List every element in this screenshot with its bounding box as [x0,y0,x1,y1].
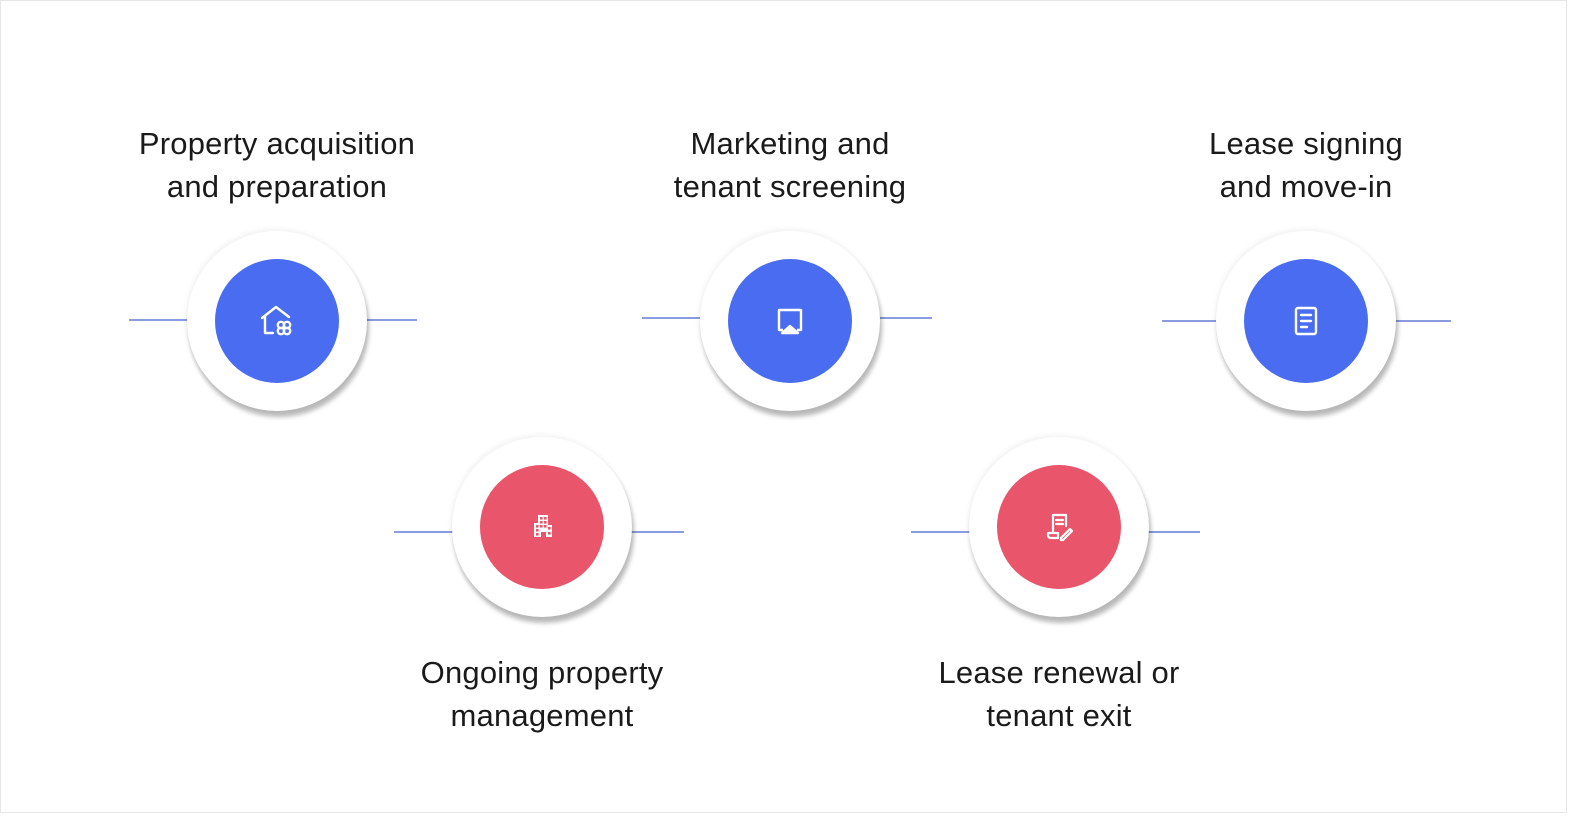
connector-line [911,531,973,533]
connector-line [880,317,932,319]
connector-line [1395,320,1451,322]
connector-line [642,317,702,319]
step-badge [997,465,1121,589]
step-badge [215,259,339,383]
label-line: Property acquisition [138,126,416,161]
step-badge [728,259,852,383]
office-building-icon [534,515,552,537]
label-line: tenant exit [986,698,1132,733]
connector-line [1147,531,1200,533]
document-lines-icon [1294,306,1318,336]
step-label: Property acquisition and preparation [87,122,467,208]
connector-line [1162,320,1218,322]
contract-sign-icon [1046,513,1074,542]
connector-line [129,319,189,321]
step-badge [1244,259,1368,383]
label-line: Lease renewal or [938,655,1180,690]
step-label: Ongoing property management [352,651,732,737]
connector-line [630,531,684,533]
screen-cast-icon [777,308,803,335]
connector-line [367,319,417,321]
label-line: and move-in [1219,169,1393,204]
step-label: Lease renewal or tenant exit [869,651,1249,737]
step-label: Marketing and tenant screening [600,122,980,208]
label-line: Lease signing [1209,126,1403,161]
connector-line [394,531,454,533]
label-line: Ongoing property [420,655,664,690]
step-badge [480,465,604,589]
label-line: management [450,698,634,733]
label-line: tenant screening [673,169,907,204]
step-label: Lease signing and move-in [1116,122,1496,208]
label-line: and preparation [166,169,388,204]
house-with-flower-icon [260,305,292,336]
label-line: Marketing and [690,126,890,161]
